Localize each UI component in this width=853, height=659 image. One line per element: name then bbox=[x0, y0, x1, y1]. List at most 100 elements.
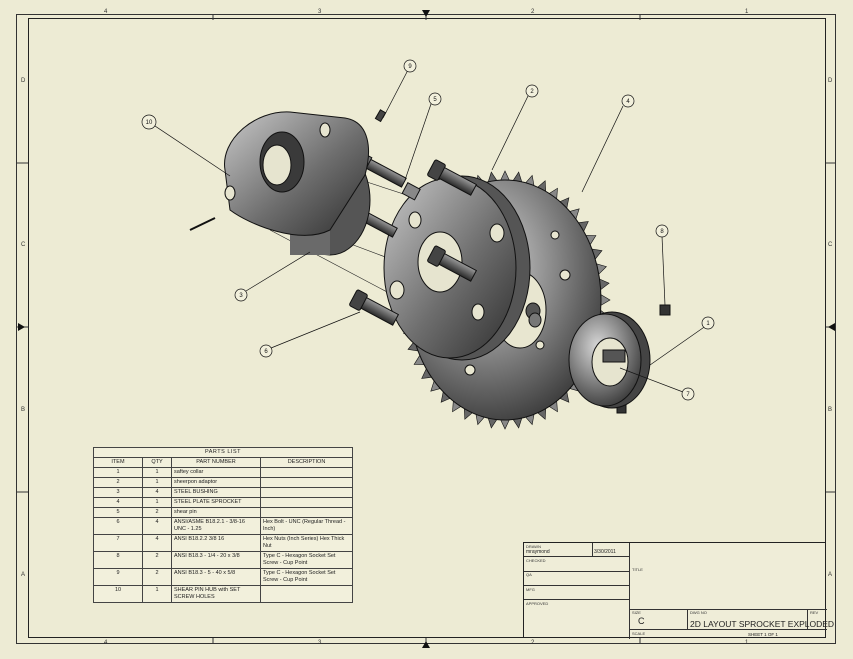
checked-label: CHECKED bbox=[526, 558, 546, 563]
description-cell bbox=[260, 487, 353, 498]
item-cell: 2 bbox=[93, 477, 143, 488]
item-cell: 6 bbox=[93, 517, 143, 535]
svg-text:9: 9 bbox=[408, 64, 412, 70]
svg-text:10: 10 bbox=[146, 120, 153, 126]
part-number-cell: ANSI B18.2.2 3/8 16 bbox=[171, 534, 261, 552]
dwg-no-value: 2D LAYOUT SPROCKET EXPLODED bbox=[690, 619, 835, 629]
hex-bolts bbox=[349, 159, 478, 326]
item-cell: 1 bbox=[93, 467, 143, 478]
zone-col-3-top: 3 bbox=[318, 9, 322, 15]
zone-row-d-right: D bbox=[828, 78, 833, 84]
rev-label: REV bbox=[810, 610, 819, 615]
svg-text:5: 5 bbox=[433, 97, 437, 103]
part-number-cell: ANSI B18.3 - 1/4 - 20 x 3/8 bbox=[171, 551, 261, 569]
zone-row-a-left: A bbox=[21, 572, 26, 578]
description-cell bbox=[260, 497, 353, 508]
parts-list-caption: PARTS LIST bbox=[93, 447, 353, 458]
dwg-no-label: DWG NO bbox=[690, 610, 707, 615]
description-cell: Type C - Hexagon Socket Set Screw - Cup … bbox=[260, 568, 353, 586]
zone-col-3-bottom: 3 bbox=[318, 640, 322, 646]
description-cell: Hex Bolt - UNC (Regular Thread - Inch) bbox=[260, 517, 353, 535]
item-cell: 4 bbox=[93, 497, 143, 508]
svg-text:6: 6 bbox=[264, 349, 268, 355]
balloon-8: 8 bbox=[655, 224, 669, 238]
zone-row-d-left: D bbox=[21, 78, 26, 84]
svg-text:8: 8 bbox=[660, 229, 664, 235]
balloon-7: 7 bbox=[681, 387, 695, 401]
svg-text:1: 1 bbox=[706, 321, 710, 327]
zone-col-1-bottom: 1 bbox=[745, 640, 749, 646]
part-number-cell: ANSI/ASME B18.2.1 - 3/8-16 UNC - 1.25 bbox=[171, 517, 261, 535]
item-cell: 10 bbox=[93, 585, 143, 603]
qty-cell: 1 bbox=[142, 477, 172, 488]
title-label: TITLE bbox=[632, 567, 643, 572]
description-cell bbox=[260, 585, 353, 603]
center-arrows bbox=[18, 10, 835, 648]
part-number-cell: ANSI B18.3 - 5 - 40 x 5/8 bbox=[171, 568, 261, 586]
size-label: SIZE bbox=[632, 610, 641, 615]
parts-list: PARTS LIST ITEM QTY PART NUMBER DESCRIPT… bbox=[93, 447, 353, 603]
scale-label: SCALE bbox=[632, 631, 646, 636]
zone-col-4-top: 4 bbox=[104, 9, 108, 15]
qty-cell: 1 bbox=[142, 585, 172, 603]
part-number-cell: SHEAR PIN HUB with SET SCREW HOLES bbox=[171, 585, 261, 603]
sprocket-tooth bbox=[600, 294, 611, 306]
zone-row-b-left: B bbox=[21, 407, 26, 413]
qty-cell: 1 bbox=[142, 497, 172, 508]
sprocket-tooth bbox=[500, 170, 510, 181]
sheet-number: SHEET 1 OF 1 bbox=[748, 632, 778, 637]
description-cell: Hex Nuts (Inch Series) Hex Thick Nut bbox=[260, 534, 353, 552]
balloon-9: 9 bbox=[403, 59, 417, 73]
description-cell: Type C - Hexagon Socket Set Screw - Cup … bbox=[260, 551, 353, 569]
drawn-date: 3/30/2011 bbox=[594, 549, 616, 555]
zone-row-a-right: A bbox=[828, 572, 833, 578]
set-screws bbox=[374, 109, 671, 414]
size-value: C bbox=[638, 616, 645, 626]
part-number-cell: sheerpon adaptor bbox=[171, 477, 261, 488]
zone-col-1-top: 1 bbox=[745, 9, 749, 15]
item-cell: 3 bbox=[93, 487, 143, 498]
zone-row-c-right: C bbox=[828, 242, 833, 248]
zone-row-c-left: C bbox=[21, 242, 26, 248]
safety-collar bbox=[568, 311, 651, 409]
zone-col-4-bottom: 4 bbox=[104, 640, 108, 646]
mfg-label: MFG bbox=[526, 587, 535, 592]
approved-label: APPROVED bbox=[526, 601, 549, 606]
qty-cell: 4 bbox=[142, 487, 172, 498]
description-cell bbox=[260, 467, 353, 478]
balloon-3: 3 bbox=[234, 288, 248, 302]
item-balloons: 1 2 3 4 5 6 7 8 9 10 bbox=[141, 59, 715, 401]
balloon-4: 4 bbox=[621, 94, 635, 108]
balloon-1: 1 bbox=[701, 316, 715, 330]
header-part-number: PART NUMBER bbox=[171, 457, 261, 468]
header-qty: QTY bbox=[142, 457, 172, 468]
qty-cell: 2 bbox=[142, 551, 172, 569]
balloon-6: 6 bbox=[259, 344, 273, 358]
item-cell: 7 bbox=[93, 534, 143, 552]
balloon-2: 2 bbox=[525, 84, 539, 98]
svg-text:3: 3 bbox=[239, 293, 243, 299]
description-cell bbox=[260, 477, 353, 488]
zone-col-2-top: 2 bbox=[531, 9, 535, 15]
svg-text:2: 2 bbox=[530, 89, 534, 95]
svg-text:4: 4 bbox=[626, 99, 630, 105]
drawn-by: mraymond bbox=[526, 549, 550, 555]
qty-cell: 2 bbox=[142, 507, 172, 518]
zone-row-b-right: B bbox=[828, 407, 833, 413]
part-number-cell: STEEL BUSHING bbox=[171, 487, 261, 498]
drawn-label: DRAWN bbox=[526, 544, 541, 549]
item-cell: 9 bbox=[93, 568, 143, 586]
balloon-5: 5 bbox=[428, 92, 442, 106]
